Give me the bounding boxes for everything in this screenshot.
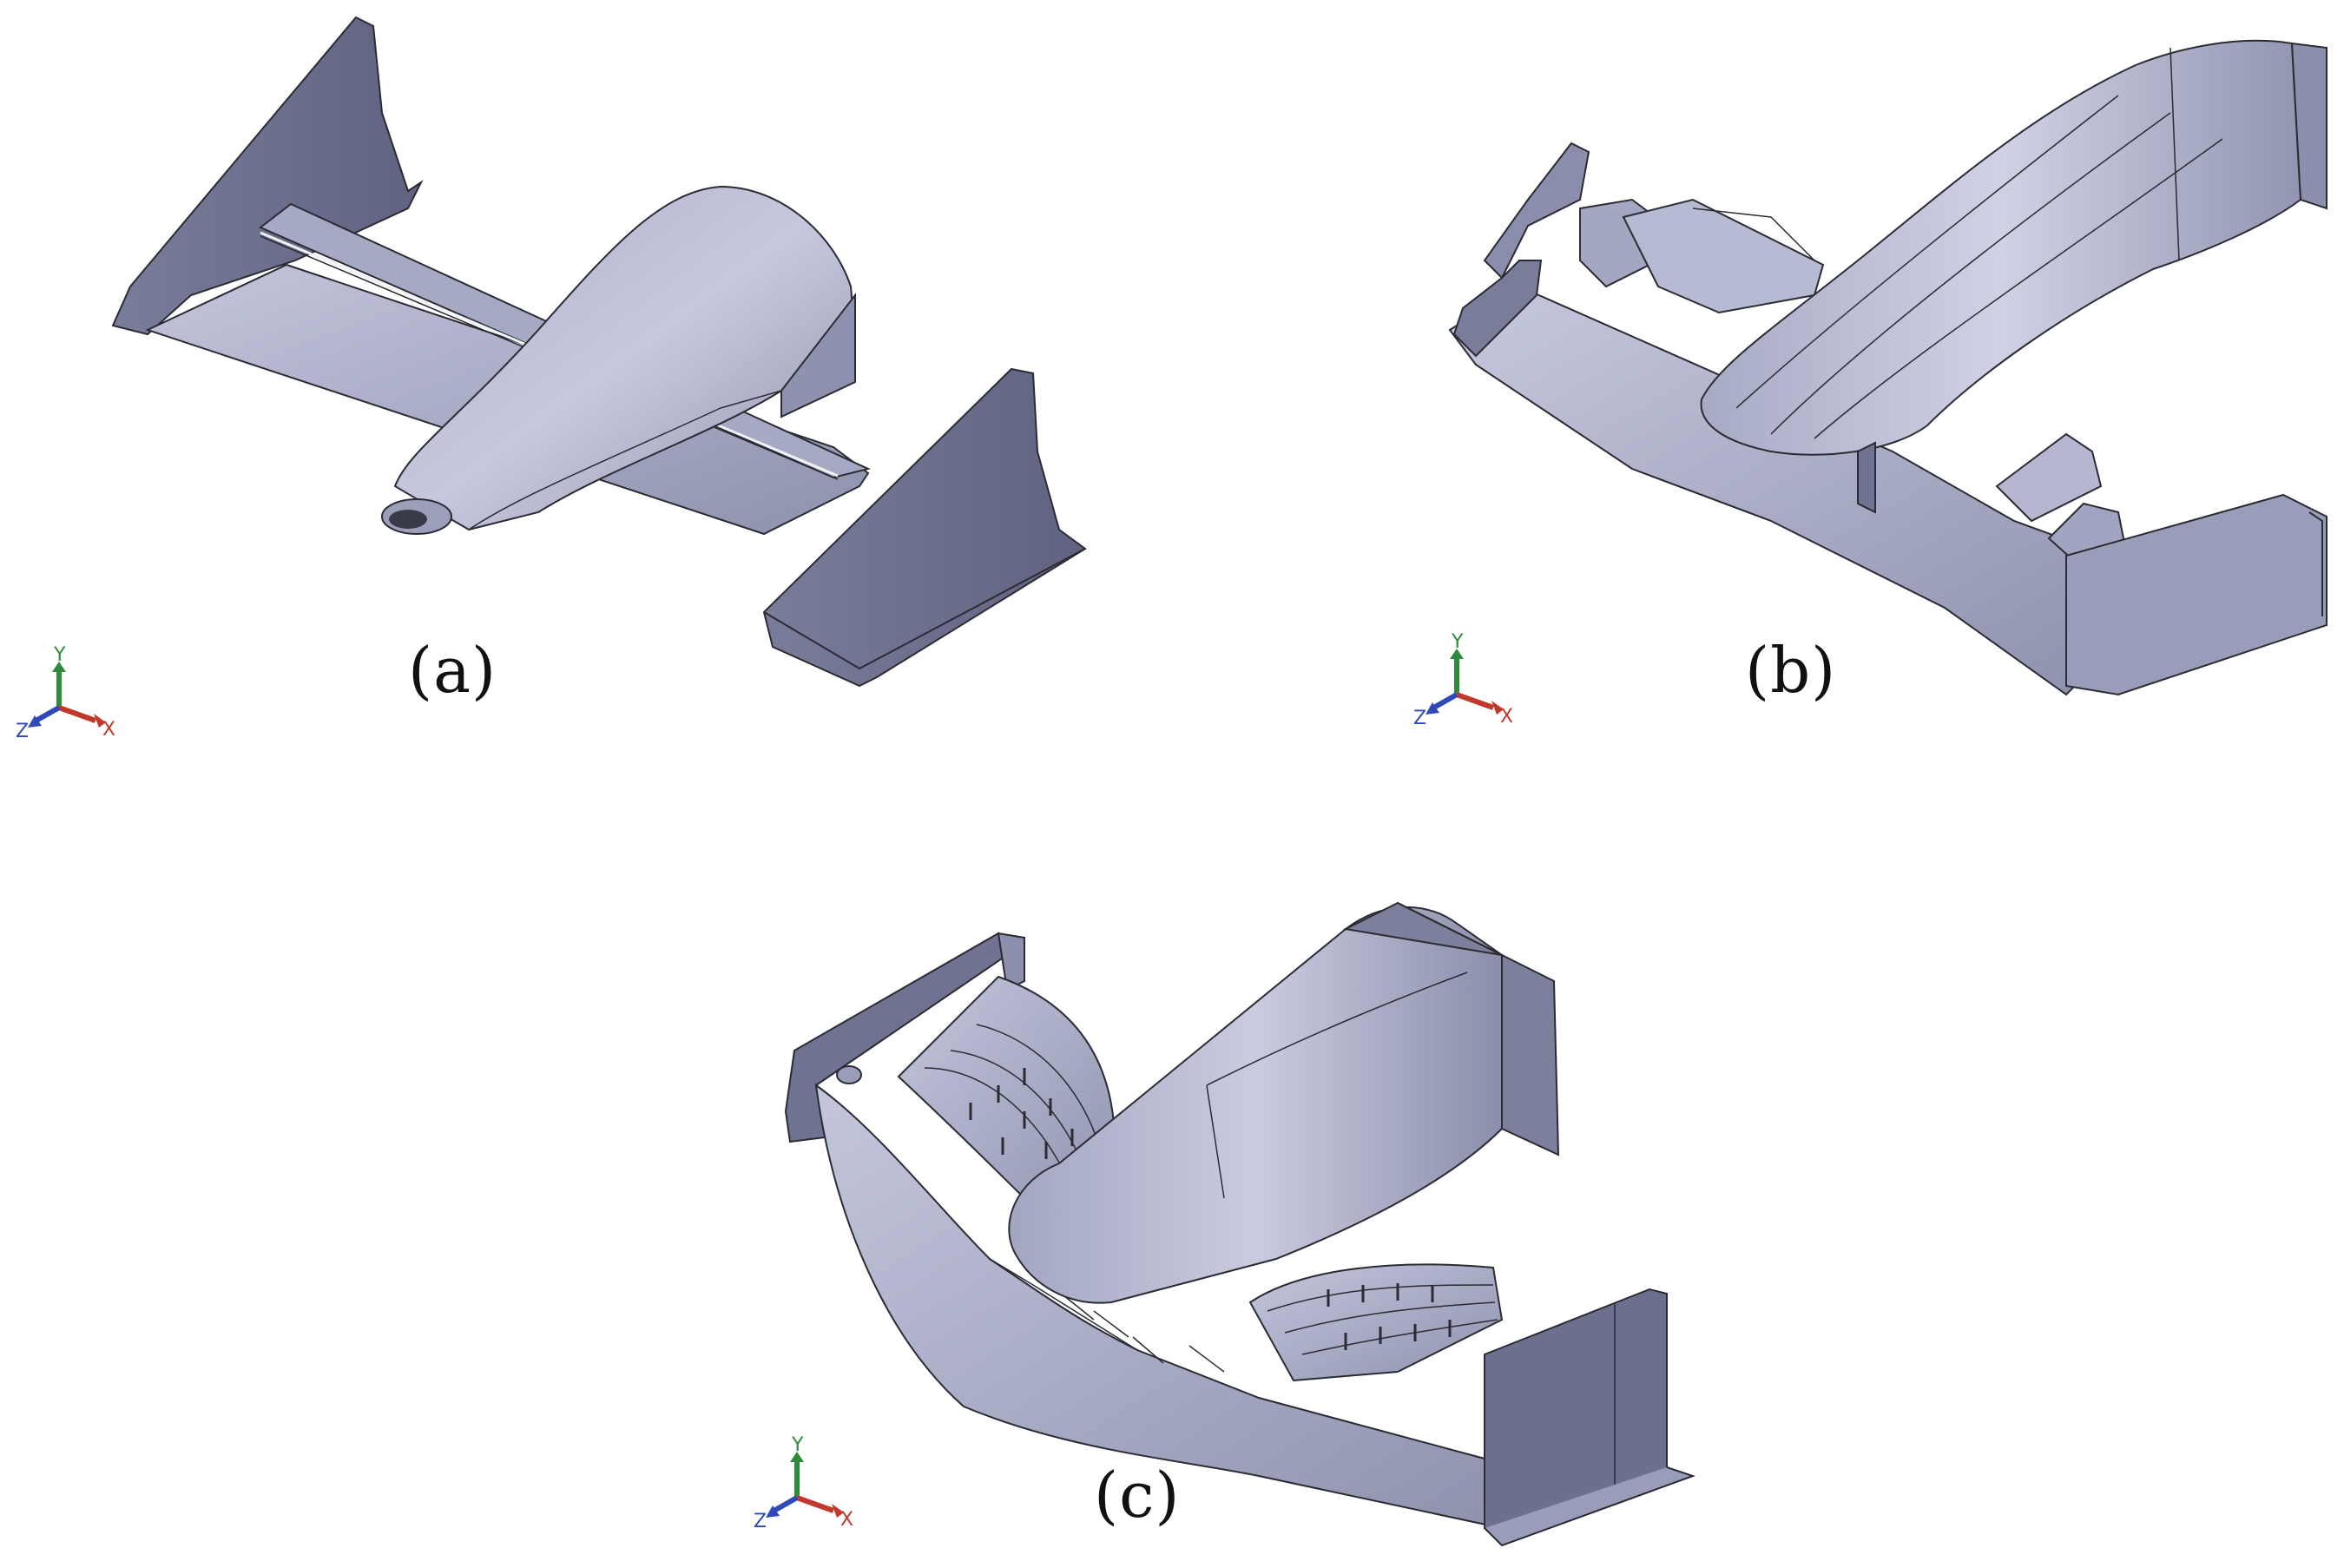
caption-b: (b) — [1745, 634, 1837, 707]
panel-a: Y X Z (a) — [0, 0, 1172, 747]
axis-y-label: Y — [1452, 631, 1464, 653]
nose-fairing — [393, 185, 857, 531]
nose-cone — [1700, 39, 2302, 456]
wing-model-b — [1448, 39, 2328, 696]
axis-triad-a: Y X Z — [16, 644, 122, 742]
panel-c: Y X Z (c) — [738, 851, 1780, 1568]
axis-triad-c: Y X Z — [754, 1434, 859, 1532]
right-flap-1 — [1995, 432, 2103, 523]
axis-z-label: Z — [16, 721, 30, 742]
panel-b: Y X Z (b) — [1406, 0, 2344, 747]
left-flap-2 — [1622, 198, 1825, 314]
axis-x-label: X — [1500, 706, 1514, 728]
left-endplate-b — [1452, 260, 1543, 358]
right-endplate-b — [2065, 493, 2328, 696]
axis-triad-b: Y X Z — [1413, 631, 1519, 729]
caption-a: (a) — [408, 634, 497, 707]
axis-z-label: Z — [754, 1511, 767, 1532]
axis-y-label: Y — [54, 644, 66, 666]
axis-x-label: X — [840, 1509, 854, 1531]
right-flap-cascade — [1248, 1263, 1504, 1382]
right-endplate — [762, 367, 1087, 688]
axis-x-label: X — [102, 719, 116, 741]
main-plane-c — [814, 1083, 1504, 1530]
caption-c: (c) — [1094, 1459, 1181, 1532]
right-flap-brackets — [1327, 1283, 1452, 1350]
wing-model-a — [111, 16, 1087, 688]
axis-z-label: Z — [1413, 708, 1427, 729]
axis-y-label: Y — [792, 1434, 804, 1456]
wing-model-c — [784, 901, 1696, 1547]
